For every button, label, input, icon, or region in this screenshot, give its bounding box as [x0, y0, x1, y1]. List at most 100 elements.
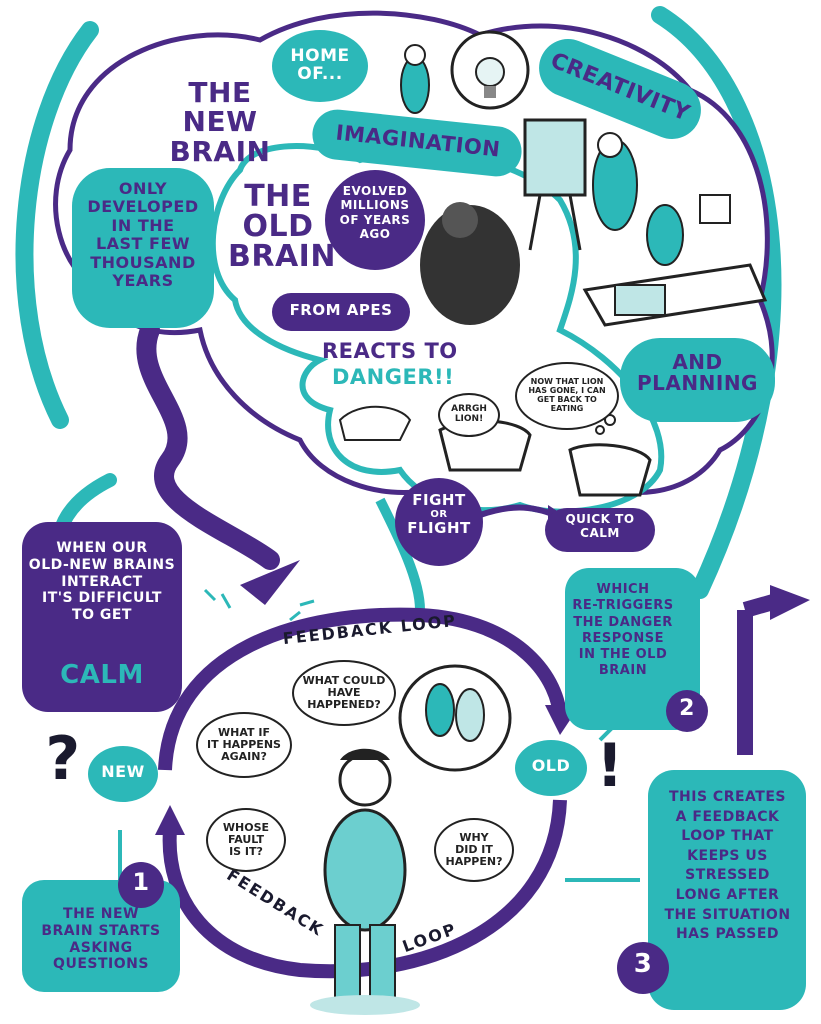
difficult-line: OLD-NEW BRAINS	[28, 556, 176, 573]
step3-text: THIS CREATES A FEEDBACK LOOP THAT KEEPS …	[655, 788, 800, 945]
planning-bubble	[620, 338, 775, 422]
old-node-label: OLD	[531, 756, 571, 775]
fight-flight-bubble	[395, 478, 483, 566]
lightbulb-icon	[475, 57, 505, 87]
fight-flight-label: FIGHT OR FLIGHT	[398, 492, 480, 536]
fight-to-calm-arrow	[479, 504, 557, 518]
step3-badge	[617, 942, 669, 994]
outer-teal-arc-right	[651, 6, 782, 599]
only-developed-line: YEARS	[112, 270, 174, 290]
artist-head	[597, 132, 623, 158]
planning-line2: PLANNING	[637, 371, 758, 395]
thinker-head	[404, 44, 426, 66]
old-brain-title-line: THE	[244, 179, 312, 214]
brain-stem	[375, 497, 425, 611]
memory-bubble	[398, 664, 512, 772]
whose-fault-line: WHOSE	[222, 820, 270, 834]
lightbulb-base	[484, 86, 496, 98]
fight-line: FIGHT	[412, 491, 466, 509]
burst-lines	[203, 588, 315, 622]
up-arrow-head	[770, 585, 810, 620]
step3-line: KEEPS US	[687, 847, 768, 864]
difficult-line: WHEN OUR	[56, 540, 148, 556]
only-developed-line: LAST FEW	[95, 234, 191, 254]
step1-number: 1	[132, 868, 150, 896]
step3-panel	[648, 770, 806, 1010]
why-did-thought: WHY DID IT HAPPEN?	[434, 818, 514, 882]
new-brain-title: THE NEW BRAIN	[150, 78, 290, 166]
quick-calm-line: CALM	[580, 525, 620, 540]
step3-line: STRESSED	[685, 867, 770, 884]
why-did-line: DID IT	[455, 842, 493, 856]
step3-line: HAS PASSED	[675, 926, 780, 943]
difficult-line: TO GET	[72, 607, 132, 624]
why-did-line: HAPPEN?	[445, 855, 503, 869]
arrgh-line: ARRGH	[451, 404, 487, 415]
evolved-line: AGO	[359, 227, 391, 242]
old-node-bubble	[515, 740, 587, 796]
feedback-arc-bottom	[162, 799, 567, 979]
step2-number: 2	[679, 696, 695, 721]
step1-line: ASKING	[69, 939, 133, 956]
thought-dot-1	[595, 425, 605, 435]
whose-fault-line: FAULT	[227, 832, 265, 846]
step1-text: THE NEW BRAIN STARTS ASKING QUESTIONS	[26, 906, 176, 973]
planning-line1: AND	[672, 350, 723, 374]
evolved-line: OF YEARS	[339, 212, 411, 227]
what-could-thought: WHAT COULD HAVE HAPPENED?	[292, 660, 396, 726]
step2-line: WHICH	[596, 582, 650, 597]
exclamation-mark-icon: !	[596, 731, 624, 801]
new-node-bubble	[88, 746, 158, 802]
reacts-line2: DANGER!!	[332, 365, 455, 389]
evolved-bubble	[325, 170, 425, 270]
only-developed-bubble	[72, 168, 214, 328]
only-developed-label: ONLY DEVELOPED IN THE LAST FEW THOUSAND …	[78, 179, 208, 290]
outer-teal-arc-left	[15, 21, 99, 429]
stressed-person-leg-right	[369, 924, 396, 1001]
purple-arrow-swirl	[136, 320, 280, 570]
question-mark-icon: ?	[45, 724, 81, 794]
what-could-line: HAVE	[327, 685, 361, 699]
evolved-label: EVOLVED MILLIONS OF YEARS AGO	[328, 184, 422, 242]
old-brain-title: THE OLD BRAIN	[228, 179, 335, 272]
feedback-arc-top	[158, 607, 567, 771]
home-of-bubble	[272, 30, 368, 102]
whose-fault-line: IS IT?	[229, 845, 263, 859]
step1-line: THE NEW	[63, 906, 139, 922]
difficult-calm-panel	[22, 522, 182, 712]
why-did-line: WHY	[459, 830, 489, 844]
purple-arrow-head	[240, 560, 300, 605]
arrgh-speech-bubble: ARRGH LION!	[438, 393, 500, 437]
only-developed-line: ONLY	[118, 179, 168, 198]
home-of-label: HOME OF...	[290, 46, 350, 84]
step2-line: RESPONSE	[582, 630, 664, 646]
fight-line: OR	[430, 508, 448, 520]
what-could-line: WHAT COULD	[302, 673, 386, 687]
easel-canvas	[523, 118, 587, 197]
what-if-thought: WHAT IF IT HAPPENS AGAIN?	[196, 712, 292, 778]
step2-badge	[666, 690, 708, 732]
quick-calm-banner	[545, 508, 655, 552]
step1-badge	[118, 862, 164, 908]
calm-word: CALM	[60, 660, 144, 690]
memory-figure-1	[425, 683, 455, 737]
ape-figure	[420, 205, 520, 325]
stressed-person-hair	[340, 748, 390, 760]
fight-line: FLIGHT	[407, 518, 471, 537]
evolved-line: EVOLVED	[342, 184, 408, 198]
step3-line: THE SITUATION	[664, 906, 791, 923]
old-brain-title-line: OLD	[242, 209, 314, 244]
only-developed-line: THOUSAND	[90, 252, 196, 272]
step3-line: A FEEDBACK	[675, 808, 780, 825]
evolved-line: MILLIONS	[340, 198, 410, 213]
now-lion-line: EATING	[550, 403, 584, 413]
from-apes-banner	[272, 293, 410, 331]
step2-line: THE DANGER	[573, 614, 673, 630]
stressed-person-head	[338, 753, 392, 807]
step2-line: BRAIN	[598, 663, 648, 679]
person-shadow	[310, 995, 420, 1015]
step3-line: THIS CREATES	[669, 789, 786, 805]
step2-line: RE-TRIGGERS	[572, 598, 674, 614]
stressed-person-leg-left	[334, 924, 361, 1001]
